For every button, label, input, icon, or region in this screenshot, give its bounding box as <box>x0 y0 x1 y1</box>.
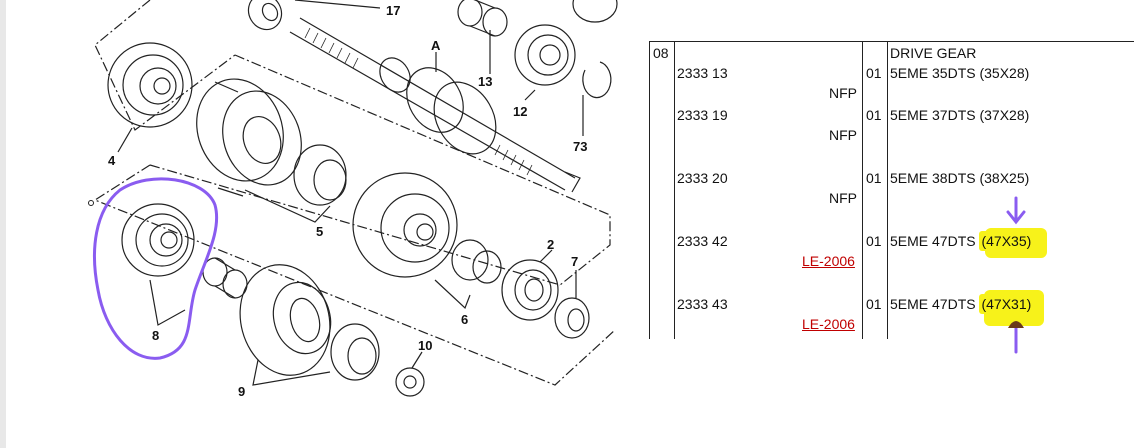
needle-bearing-9 <box>330 323 380 381</box>
le-2006-link[interactable]: LE-2006 <box>802 316 855 332</box>
part-size: (35X28) <box>979 65 1030 81</box>
bush-6 <box>451 239 489 281</box>
shaft-end <box>564 171 581 193</box>
leader-12 <box>524 89 536 101</box>
assembly-outline-mid <box>149 164 561 286</box>
part-desc: 5EME 47DTS (47X35) <box>890 231 1034 251</box>
part-ref: 2333 19 <box>677 107 728 123</box>
assembly-outline-upper <box>234 54 611 286</box>
table-col-border-2 <box>674 41 675 339</box>
part-qty: 01 <box>866 170 882 186</box>
gear-top-right <box>572 0 618 23</box>
part-label-17: 17 <box>386 3 400 18</box>
gear-12 <box>514 24 576 86</box>
group-title: DRIVE GEAR <box>890 45 977 61</box>
part-qty: 01 <box>866 107 882 123</box>
circlip-73 <box>582 61 612 99</box>
table-top-border <box>649 41 1134 42</box>
part-size-highlighted: (47X31) <box>979 294 1034 314</box>
leader-8 <box>149 279 186 326</box>
part-ref: 2333 20 <box>677 170 728 186</box>
part-label-8: 8 <box>152 328 159 343</box>
gear-8 <box>121 203 195 277</box>
le-2006-link[interactable]: LE-2006 <box>802 253 855 269</box>
table-col-border-1 <box>649 41 650 339</box>
seal-7 <box>554 297 590 339</box>
part-qty: 01 <box>866 233 882 249</box>
part-label-4: 4 <box>108 153 116 168</box>
exploded-diagram: 17 A 13 12 73 4 5 2 7 6 8 9 10 <box>88 0 618 399</box>
part-label-9: 9 <box>238 384 245 399</box>
part-desc: 5EME 38DTS (38X25) <box>890 170 1030 186</box>
leader-4 <box>117 127 133 153</box>
part-desc: 5EME 35DTS (35X28) <box>890 65 1030 81</box>
part-note: NFP <box>829 85 857 101</box>
origin-marker <box>88 200 94 206</box>
annotation-arrows <box>1006 196 1026 354</box>
top-bearing <box>247 0 283 31</box>
part-label-5: 5 <box>316 224 323 239</box>
down-arrow-head <box>1006 210 1026 225</box>
leader-5 <box>244 189 331 223</box>
gear-6 <box>352 172 458 278</box>
part-label-10: 10 <box>418 338 432 353</box>
part-label-73: 73 <box>573 139 587 154</box>
table-col-border-4 <box>887 41 888 339</box>
annotation-loop <box>92 177 219 360</box>
part-desc: 5EME 37DTS (37X28) <box>890 107 1030 123</box>
leader-2 <box>539 249 553 263</box>
part-ref: 2333 42 <box>677 233 728 249</box>
synchro-hub <box>196 78 284 182</box>
part-label-13: 13 <box>478 74 492 89</box>
part-label-2: 2 <box>547 237 554 252</box>
nut-10 <box>395 367 425 397</box>
table-col-border-3 <box>862 41 863 339</box>
part-size-highlighted: (47X35) <box>979 231 1034 251</box>
part-size: (38X25) <box>979 170 1030 186</box>
part-label-6: 6 <box>461 312 468 327</box>
shaft-gear-a <box>406 67 464 133</box>
part-label-a: A <box>431 38 441 53</box>
up-arrow-head <box>1008 321 1024 328</box>
leader-9 <box>252 359 331 386</box>
leader-17 <box>294 0 381 9</box>
part-label-12: 12 <box>513 104 527 119</box>
leader-10 <box>411 351 423 369</box>
part-note: NFP <box>829 127 857 143</box>
part-desc: 5EME 47DTS (47X31) <box>890 294 1034 314</box>
group-code: 08 <box>653 45 669 61</box>
mainshaft <box>289 17 576 191</box>
part-qty: 01 <box>866 65 882 81</box>
part-size: (37X28) <box>979 107 1030 123</box>
assembly-outline-lower <box>93 164 616 386</box>
part-qty: 01 <box>866 296 882 312</box>
leader-6 <box>434 279 471 310</box>
part-note: NFP <box>829 190 857 206</box>
gear-4 <box>107 42 193 128</box>
part-ref: 2333 13 <box>677 65 728 81</box>
part-label-7: 7 <box>571 254 578 269</box>
bearing-2 <box>501 259 559 321</box>
part-ref: 2333 43 <box>677 296 728 312</box>
window-edge <box>0 0 6 448</box>
synchro-ring-9 <box>239 264 331 376</box>
